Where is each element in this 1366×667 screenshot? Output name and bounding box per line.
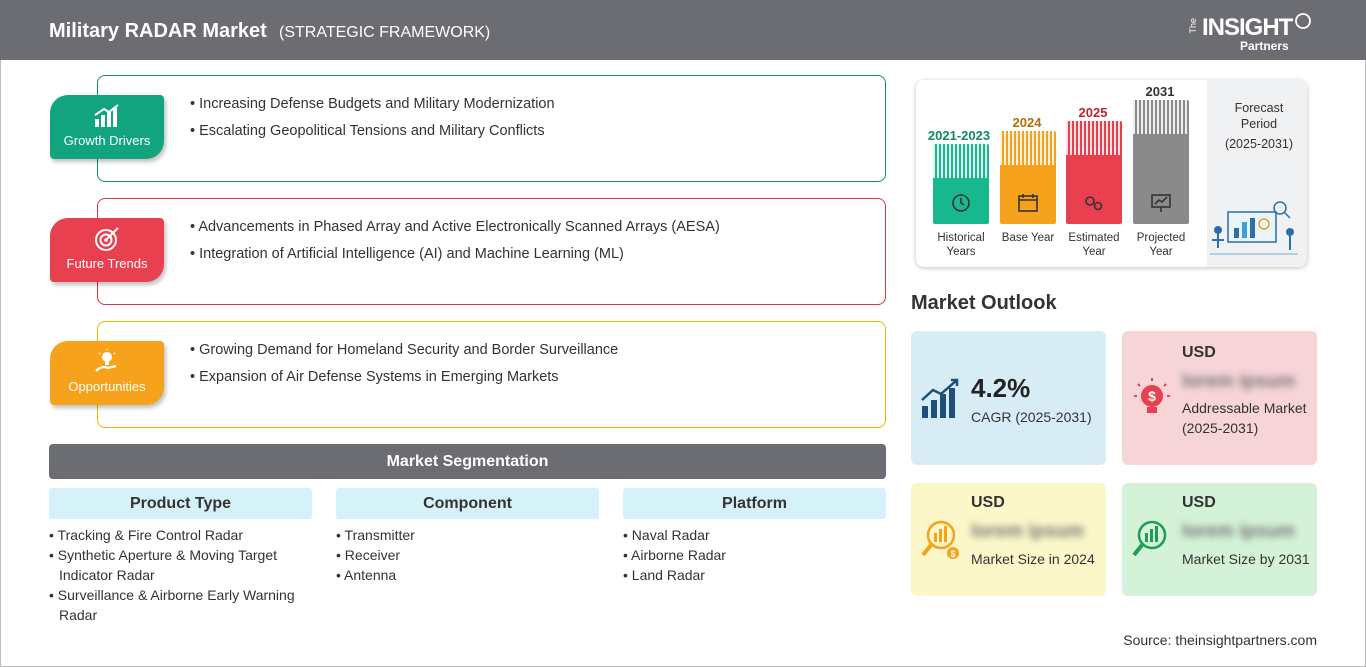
addressable-currency: USD <box>1182 344 1216 361</box>
cagr-value: 4.2% <box>971 373 1031 403</box>
growth-driver-item: Increasing Defense Budgets and Military … <box>190 96 554 112</box>
segment-item: Tracking & Fire Control Radar <box>47 525 312 545</box>
lightbulb-hand-icon <box>95 349 117 372</box>
logo-swirl-icon <box>1295 13 1311 29</box>
forecast-range: (2025-2031) <box>1224 137 1294 151</box>
segmentation-title: Market Segmentation <box>49 444 886 479</box>
future-trends-label: Future Trends <box>66 256 148 271</box>
market-size-2024-card: $ USD lorem ipsum Market Size in 2024 <box>911 483 1106 596</box>
year-base: 2024 <box>1012 115 1042 130</box>
size-2024-value: lorem ipsum <box>971 521 1084 542</box>
year-estimated: 2025 <box>1078 105 1108 120</box>
forecast-title: Forecast Period <box>1234 101 1284 131</box>
money-bulb-icon: $ <box>1134 378 1170 413</box>
projection-board-icon <box>1151 194 1171 212</box>
year-historical: 2021-2023 <box>927 128 991 143</box>
segment-heading-product-type: Product Type <box>49 488 312 519</box>
size-2031-currency: USD <box>1182 494 1216 511</box>
svg-text:$: $ <box>1148 388 1156 404</box>
history-clock-icon <box>952 194 970 212</box>
logo-insight: INSIGHT <box>1202 14 1293 41</box>
segment-list-product-type: Tracking & Fire Control Radar Synthetic … <box>47 525 312 625</box>
addressable-label: Addressable Market (2025-2031) <box>1182 400 1307 436</box>
page-title: Military RADAR Market <box>49 20 267 42</box>
forecast-period-text: Forecast Period (2025-2031) <box>1219 100 1299 152</box>
growth-driver-item: Escalating Geopolitical Tensions and Mil… <box>190 123 555 139</box>
future-trends-card: Advancements in Phased Array and Active … <box>97 198 886 305</box>
segment-item: Synthetic Aperture & Moving Target Indic… <box>47 545 312 585</box>
header-bar: Military RADAR Market (STRATEGIC FRAMEWO… <box>0 0 1366 60</box>
future-trends-badge: Future Trends <box>50 218 164 282</box>
bar-historical <box>933 144 989 224</box>
size-2024-label: Market Size in 2024 <box>971 551 1095 567</box>
segment-item: Land Radar <box>621 565 881 585</box>
caption-projected: Projected Year <box>1136 232 1186 258</box>
page-subtitle: (STRATEGIC FRAMEWORK) <box>279 24 491 41</box>
calendar-icon <box>1018 194 1038 212</box>
addressable-value: lorem ipsum <box>1182 371 1295 392</box>
year-projected: 2031 <box>1145 84 1175 99</box>
opportunities-label: Opportunities <box>68 379 146 394</box>
addressable-market-card: $ USD lorem ipsum Addressable Market (20… <box>1122 331 1317 465</box>
growth-chart-icon <box>94 104 119 127</box>
bar-base <box>1000 131 1056 224</box>
segment-item: Airborne Radar <box>621 545 881 565</box>
segment-item: Antenna <box>334 565 594 585</box>
segment-item: Receiver <box>334 545 594 565</box>
future-trend-item: Advancements in Phased Array and Active … <box>190 219 719 235</box>
growth-bars-icon <box>921 378 959 418</box>
analytics-illustration-icon <box>1210 201 1298 255</box>
caption-historical: Historical Years <box>937 232 985 258</box>
bar-projected <box>1133 100 1189 224</box>
segment-heading-component: Component <box>336 488 599 519</box>
segment-list-platform: Naval Radar Airborne Radar Land Radar <box>621 525 881 585</box>
cagr-card: 4.2% CAGR (2025-2031) <box>911 331 1106 465</box>
size-2031-label: Market Size by 2031 <box>1182 551 1310 567</box>
segment-item: Naval Radar <box>621 525 881 545</box>
size-2031-value: lorem ipsum <box>1182 521 1295 542</box>
future-trend-item: Integration of Artificial Intelligence (… <box>190 246 720 262</box>
segment-item: Surveillance & Airborne Early Warning Ra… <box>47 585 312 625</box>
market-size-2031-card: USD lorem ipsum Market Size by 2031 <box>1122 483 1317 596</box>
logo-the: The <box>1188 18 1198 34</box>
opportunities-card: Growing Demand for Homeland Security and… <box>97 321 886 428</box>
caption-estimated: Estimated Year <box>1068 232 1120 258</box>
growth-drivers-label: Growth Drivers <box>63 133 151 148</box>
svg-text:$: $ <box>950 549 955 559</box>
estimate-gears-icon <box>1085 196 1103 211</box>
magnifier-chart-icon: $ <box>921 520 959 559</box>
segment-heading-platform: Platform <box>623 488 886 519</box>
segment-item: Transmitter <box>334 525 594 545</box>
magnifier-growth-icon <box>1132 520 1167 557</box>
source-credit[interactable]: Source: theinsightpartners.com <box>1123 632 1317 648</box>
market-outlook-title: Market Outlook <box>911 292 1057 314</box>
timeline-panel: Forecast Period (2025-2031) 2021-2023 Hi… <box>916 80 1307 267</box>
insight-partners-logo[interactable]: The INSIGHT Partners <box>1188 10 1318 54</box>
target-icon <box>95 227 119 251</box>
opportunity-item: Expansion of Air Defense Systems in Emer… <box>190 369 618 385</box>
opportunity-item: Growing Demand for Homeland Security and… <box>190 342 618 358</box>
size-2024-currency: USD <box>971 494 1005 511</box>
cagr-label: CAGR (2025-2031) <box>971 409 1092 425</box>
growth-drivers-badge: Growth Drivers <box>50 95 164 159</box>
logo-partners: Partners <box>1240 39 1289 53</box>
bar-estimated <box>1066 121 1122 224</box>
growth-drivers-card: Increasing Defense Budgets and Military … <box>97 75 886 182</box>
caption-base: Base Year <box>1001 232 1055 244</box>
opportunities-badge: Opportunities <box>50 341 164 405</box>
segment-list-component: Transmitter Receiver Antenna <box>334 525 594 585</box>
